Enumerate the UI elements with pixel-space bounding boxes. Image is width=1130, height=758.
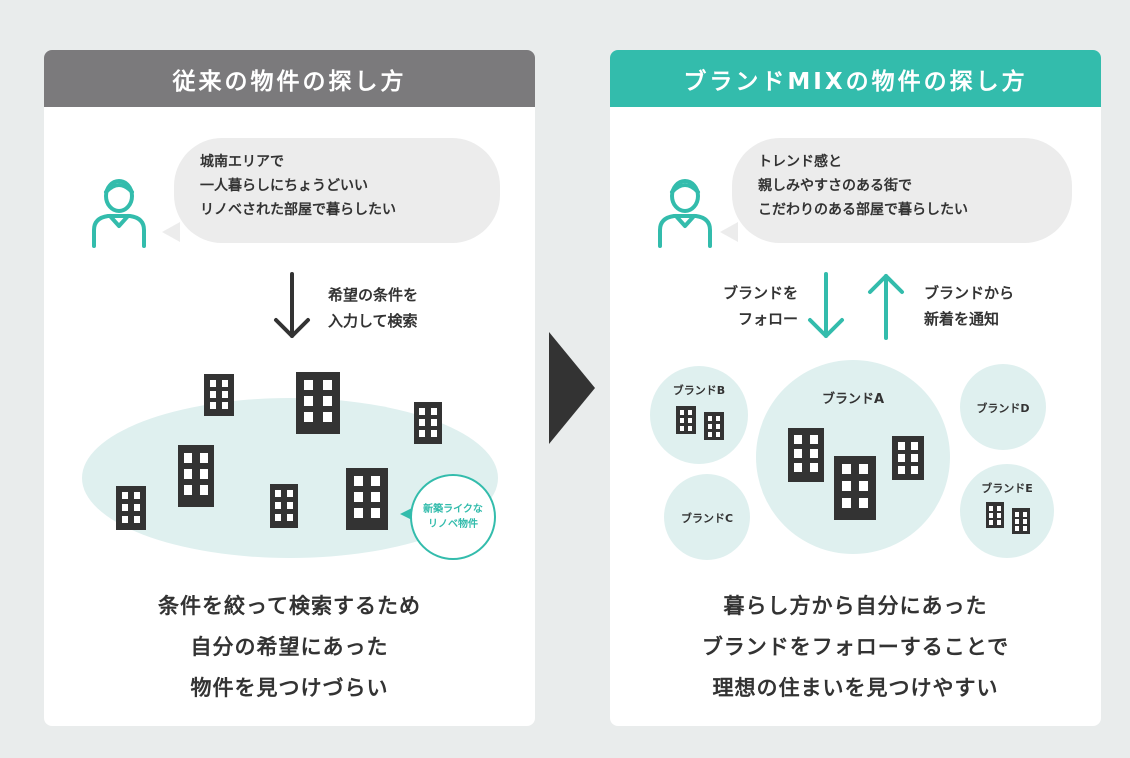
conclusion-line: 理想の住まいを見つけやすい: [712, 676, 999, 700]
down-arrow-icon: [274, 272, 310, 338]
brand-d-label: ブランドD: [976, 402, 1030, 415]
speech-line: リノベされた部屋で暮らしたい: [200, 202, 396, 218]
building-icon: [204, 374, 234, 416]
conclusion-line: 物件を見つけづらい: [190, 676, 389, 700]
brand-mix-search-panel: ブランドMIXの物件の探し方 トレンド感と 親しみやすさのある街で こだわりのあ…: [610, 50, 1101, 726]
building-icon: [704, 412, 724, 440]
notify-line: 新着を通知: [924, 310, 1000, 328]
follow-label: ブランドを フォロー: [688, 280, 798, 332]
building-icon: [270, 484, 298, 528]
renovation-tag: 新築ライクな リノベ物件: [410, 474, 496, 560]
left-panel-header: 従来の物件の探し方: [44, 50, 535, 107]
building-icon: [346, 468, 388, 530]
conclusion-line: 条件を絞って検索するため: [158, 594, 421, 618]
search-step-line: 希望の条件を: [328, 286, 419, 304]
brand-c-circle: [664, 474, 750, 560]
follow-line: フォロー: [737, 310, 798, 328]
speech-line: 親しみやすさのある街で: [758, 178, 912, 194]
building-icon: [1012, 508, 1030, 534]
left-conclusion: 条件を絞って検索するため 自分の希望にあった 物件を見つけづらい: [44, 586, 535, 709]
building-icon: [834, 456, 876, 520]
speech-line: 一人暮らしにちょうどいい: [200, 178, 368, 194]
search-step-line: 入力して検索: [328, 312, 418, 330]
search-step-label: 希望の条件を 入力して検索: [328, 282, 418, 334]
building-icon: [178, 445, 214, 507]
notify-line: ブランドから: [924, 284, 1015, 302]
person-icon: [92, 179, 146, 248]
building-icon: [116, 486, 146, 530]
conclusion-line: 自分の希望にあった: [190, 635, 389, 659]
up-arrow-icon: [868, 274, 904, 340]
next-arrow-icon: [549, 332, 595, 444]
notify-label: ブランドから 新着を通知: [924, 280, 1014, 332]
tag-line: 新築ライクな: [423, 504, 483, 515]
conclusion-line: 暮らし方から自分にあった: [723, 594, 988, 618]
brand-d-circle: [960, 364, 1046, 450]
building-icon: [296, 372, 340, 434]
brand-b-circle: [650, 366, 748, 464]
building-icon: [414, 402, 442, 444]
tag-pointer: [400, 508, 412, 520]
building-icon: [986, 502, 1004, 528]
speech-line: こだわりのある部屋で暮らしたい: [758, 202, 968, 218]
speech-line: 城南エリアで: [200, 154, 284, 170]
building-icon: [788, 428, 824, 482]
tag-line: リノベ物件: [428, 519, 478, 530]
speech-line: トレンド感と: [758, 154, 842, 170]
building-icon: [676, 406, 696, 434]
traditional-search-panel: 従来の物件の探し方 城南エリアで 一人暮らしにちょうどいい リノベされた部屋で暮…: [44, 50, 535, 726]
speech-bubble: トレンド感と 親しみやすさのある街で こだわりのある部屋で暮らしたい: [732, 138, 1072, 243]
brand-b-label: ブランドB: [672, 384, 726, 397]
right-panel-header: ブランドMIXの物件の探し方: [610, 50, 1101, 107]
speech-bubble: 城南エリアで 一人暮らしにちょうどいい リノベされた部屋で暮らしたい: [174, 138, 500, 243]
brand-e-label: ブランドE: [981, 482, 1033, 495]
brand-e-circle: [960, 464, 1054, 558]
brand-c-label: ブランドC: [680, 512, 734, 525]
follow-line: ブランドを: [722, 284, 798, 302]
conclusion-line: ブランドをフォローすることで: [701, 635, 1010, 659]
down-arrow-icon: [808, 272, 844, 338]
brand-a-label: ブランドA: [821, 392, 885, 407]
person-icon: [658, 179, 712, 248]
right-conclusion: 暮らし方から自分にあった ブランドをフォローすることで 理想の住まいを見つけやす…: [610, 586, 1101, 709]
building-icon: [892, 436, 924, 480]
